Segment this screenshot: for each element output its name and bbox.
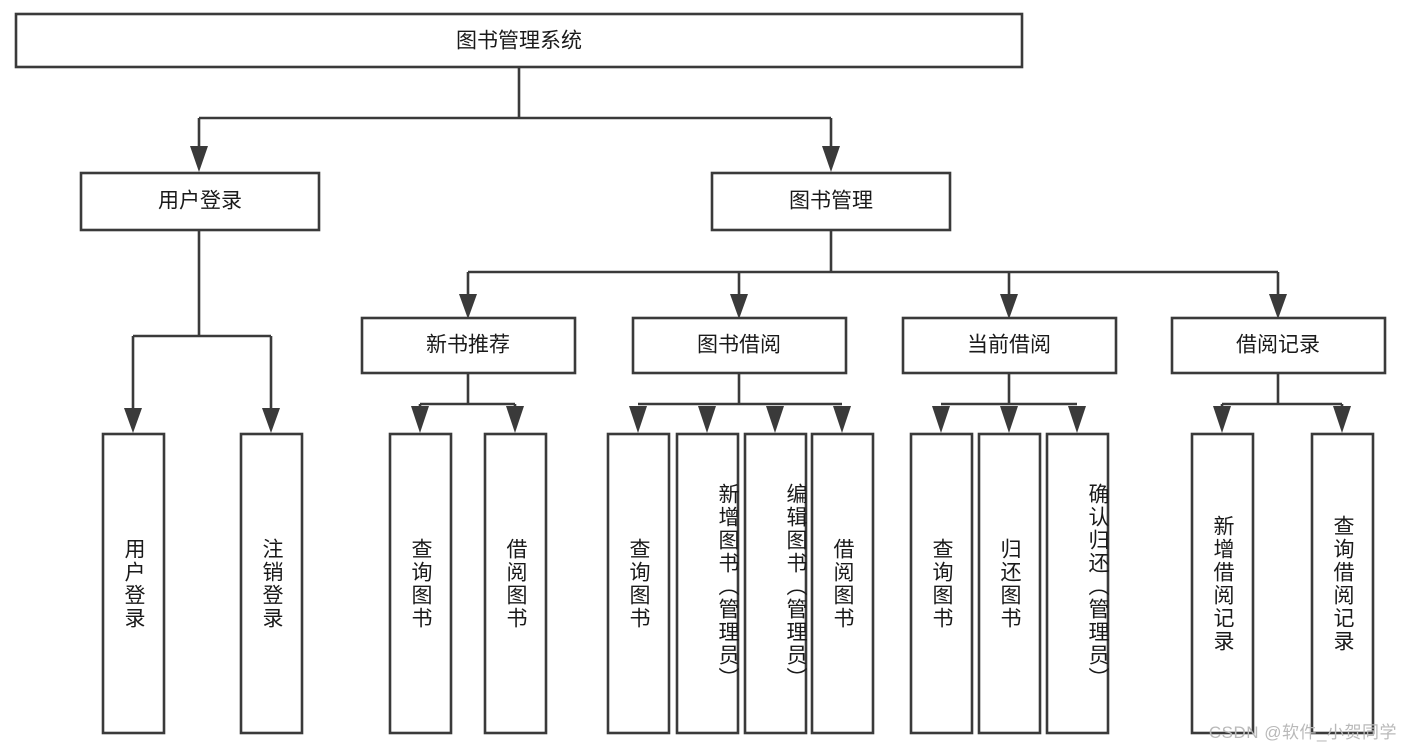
arrow-head-bb-4 (833, 406, 851, 433)
leaf-box-query-borrow-record[interactable] (1310, 432, 1375, 735)
node-root-box[interactable] (14, 12, 1024, 69)
arrow-head-cb-3 (1068, 406, 1086, 433)
leaf-box-add-book[interactable] (675, 432, 740, 735)
node-user-login-box[interactable] (79, 171, 321, 232)
connector-group-root (190, 67, 840, 172)
node-borrow-record-label: 借阅记录 (1236, 334, 1320, 357)
node-new-book-recommend[interactable]: 新书推荐 (360, 316, 577, 375)
node-book-management-label: 图书管理 (789, 190, 873, 213)
arrow-head-bm-3 (1000, 294, 1018, 319)
arrow-head-root-1 (190, 146, 208, 172)
leaf-box-return-book[interactable] (977, 432, 1042, 735)
arrow-head-br-1 (1213, 406, 1231, 433)
arrow-head-nbr-2 (506, 406, 524, 433)
arrow-head-br-2 (1333, 406, 1351, 433)
connector-group-user-login (124, 230, 280, 433)
leaf-box-query-book-2[interactable] (606, 432, 671, 735)
node-root-label: 图书管理系统 (456, 30, 582, 53)
arrow-head-cb-1 (932, 406, 950, 433)
csdn-watermark: CSDN @软件_小贺同学 (1208, 723, 1397, 742)
node-new-book-recommend-box[interactable] (360, 316, 577, 375)
node-user-login[interactable]: 用户登录 (79, 171, 321, 232)
node-user-login-label: 用户登录 (158, 190, 242, 213)
arrow-head-bb-2 (698, 406, 716, 433)
node-borrow-record[interactable]: 借阅记录 (1170, 316, 1387, 375)
node-current-borrow-label: 当前借阅 (967, 334, 1051, 357)
node-book-management[interactable]: 图书管理 (710, 171, 952, 232)
arrow-head-ul-1 (124, 408, 142, 433)
node-book-borrow[interactable]: 图书借阅 (631, 316, 848, 375)
leaf-box-add-borrow-record[interactable] (1190, 432, 1255, 735)
leaf-box-query-book-3[interactable] (909, 432, 974, 735)
arrow-head-root-2 (822, 146, 840, 172)
arrow-head-nbr-1 (411, 406, 429, 433)
leaf-box-borrow-book-1[interactable] (483, 432, 548, 735)
connector-group-current-borrow (932, 373, 1086, 433)
leaf-box-query-book-1[interactable] (388, 432, 453, 735)
node-current-borrow-box[interactable] (901, 316, 1118, 375)
node-book-borrow-box[interactable] (631, 316, 848, 375)
connector-group-borrow-record (1213, 373, 1351, 433)
node-root-book-management-system[interactable]: 图书管理系统 (14, 12, 1024, 69)
node-current-borrow[interactable]: 当前借阅 (901, 316, 1118, 375)
node-borrow-record-box[interactable] (1170, 316, 1387, 375)
arrow-head-cb-2 (1000, 406, 1018, 433)
leaf-box-user-login[interactable] (101, 432, 166, 735)
node-new-book-recommend-label: 新书推荐 (426, 334, 510, 357)
leaf-box-logout[interactable] (239, 432, 304, 735)
arrow-head-bb-1 (629, 406, 647, 433)
arrow-head-bb-3 (766, 406, 784, 433)
leaf-box-edit-book[interactable] (743, 432, 808, 735)
leaf-node-group (101, 432, 1375, 735)
arrow-head-bm-4 (1269, 294, 1287, 319)
arrow-head-bm-2 (730, 294, 748, 319)
connector-group-book-borrow (629, 373, 851, 433)
node-book-borrow-label: 图书借阅 (697, 334, 781, 357)
leaf-box-borrow-book-2[interactable] (810, 432, 875, 735)
connector-group-new-book-recommend (411, 373, 524, 433)
arrow-head-ul-2 (262, 408, 280, 433)
arrow-head-bm-1 (459, 294, 477, 319)
node-book-management-box[interactable] (710, 171, 952, 232)
connector-group-book-management (459, 230, 1287, 319)
leaf-box-confirm-return[interactable] (1045, 432, 1110, 735)
